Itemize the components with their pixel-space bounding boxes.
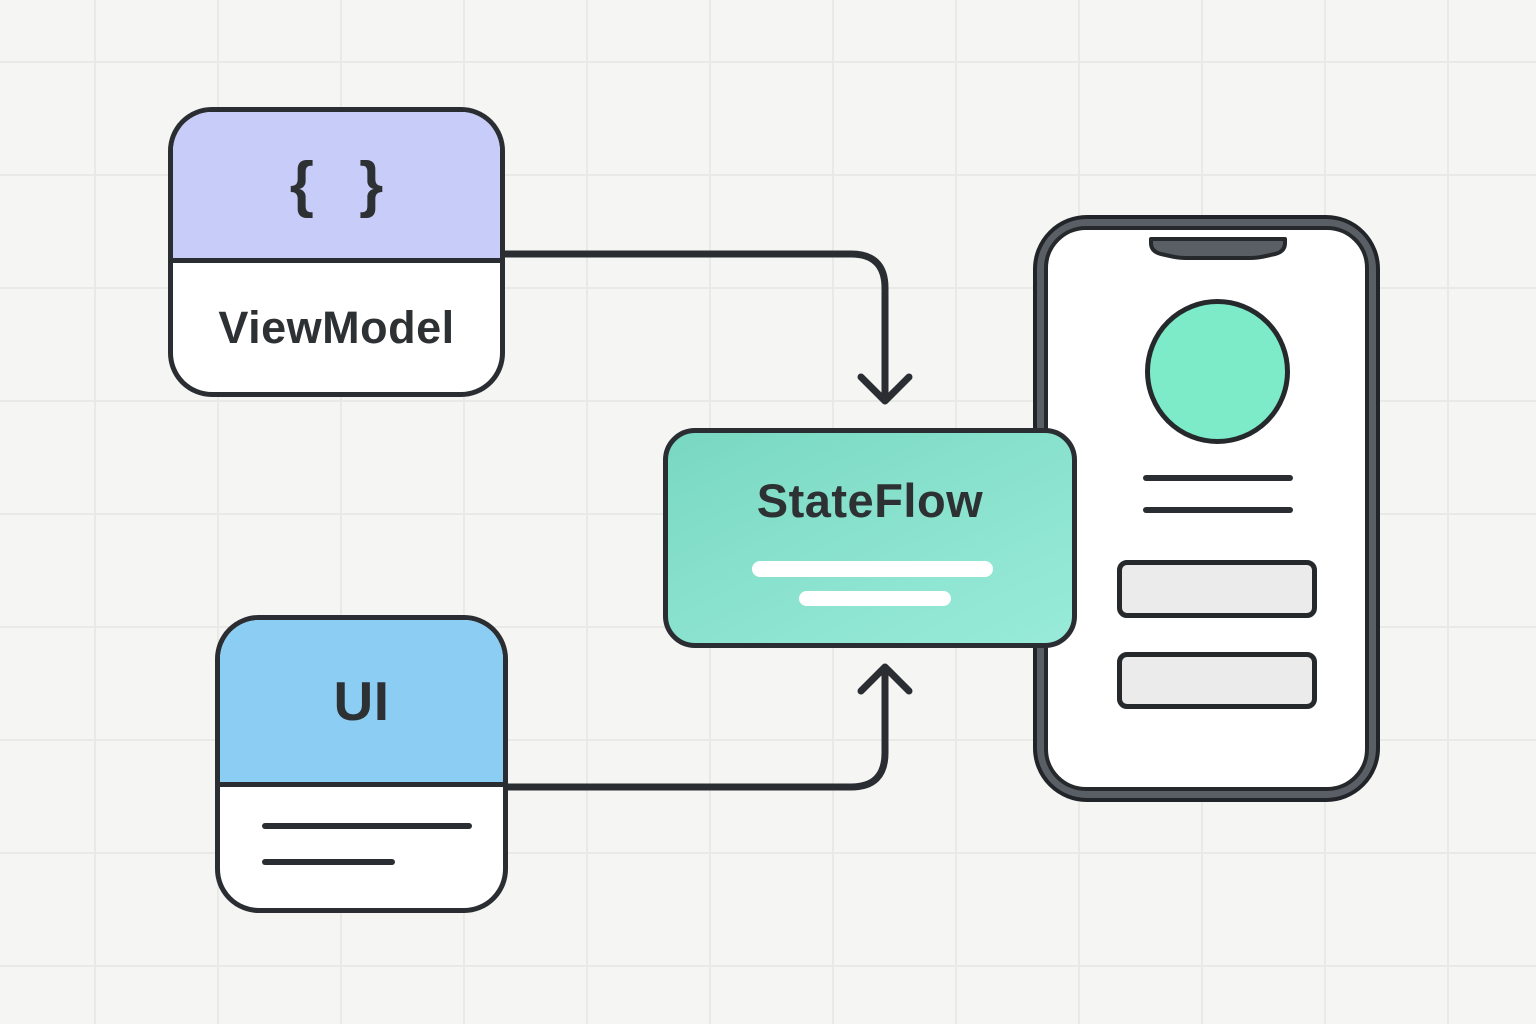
phone-notch (1149, 237, 1287, 260)
arrow-ui-to-stateflow (504, 663, 913, 791)
placeholder-line (262, 823, 472, 829)
node-ui: UI (215, 615, 508, 913)
input-field (1117, 652, 1317, 709)
phone-mockup (1033, 215, 1380, 802)
node-stateflow: StateFlow (663, 428, 1077, 648)
placeholder-line (262, 859, 395, 865)
node-ui-header: UI (220, 620, 503, 787)
input-field (1117, 560, 1317, 618)
node-ui-label: UI (333, 669, 390, 732)
node-stateflow-label: StateFlow (756, 474, 984, 527)
text-line (1143, 507, 1293, 513)
node-viewmodel-header: { } (173, 112, 500, 263)
placeholder-line (799, 591, 951, 606)
node-ui-body (220, 787, 503, 908)
node-viewmodel: { } ViewModel (168, 107, 505, 397)
node-viewmodel-label: ViewModel (218, 302, 455, 353)
code-braces-icon: { } (289, 150, 398, 219)
text-line (1143, 475, 1293, 481)
arrowhead-up-icon (857, 663, 913, 695)
node-viewmodel-body: ViewModel (173, 263, 500, 392)
arrow-viewmodel-to-stateflow (501, 250, 913, 405)
arrowhead-down-icon (857, 373, 913, 405)
phone-screen (1044, 226, 1369, 791)
placeholder-line (752, 561, 993, 577)
avatar (1145, 299, 1290, 444)
